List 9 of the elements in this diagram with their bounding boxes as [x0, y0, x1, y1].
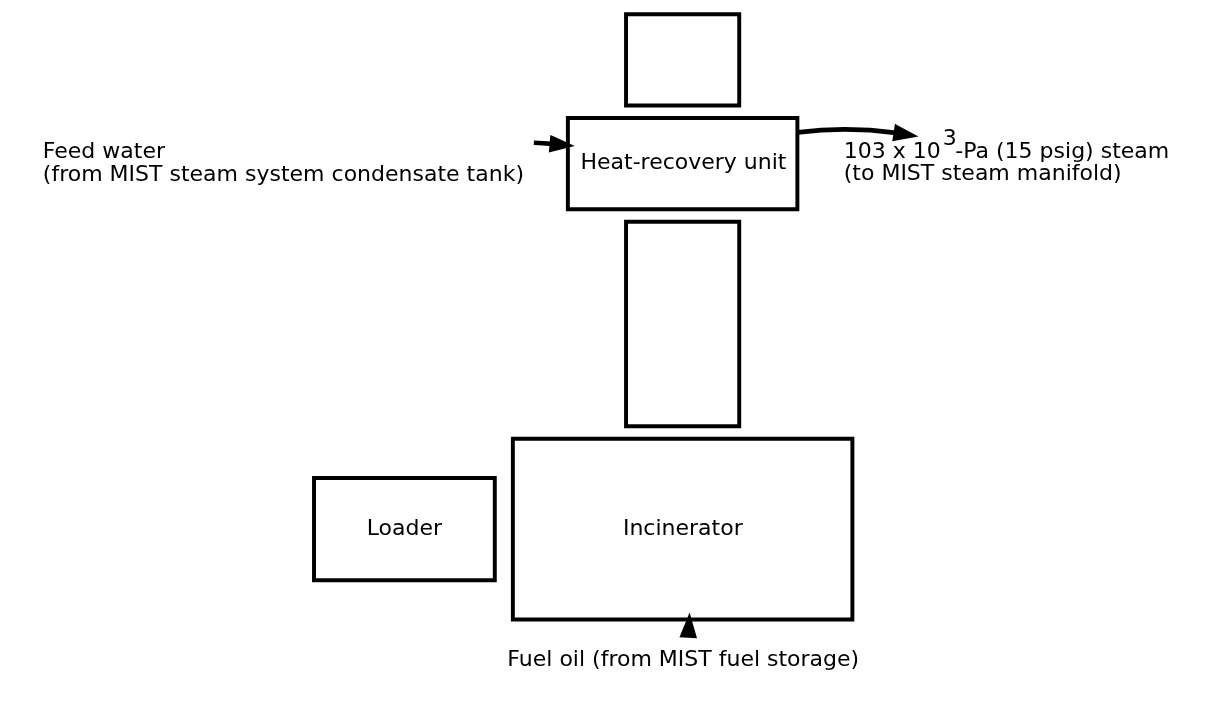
arrow	[796, 123, 919, 142]
node-box: Incinerator	[510, 436, 854, 622]
node-box	[623, 12, 741, 108]
node-box: Heat-recovery unit	[565, 116, 799, 212]
node-text: Fuel oil (from MIST fuel storage)	[506, 646, 859, 672]
arrow	[678, 612, 697, 639]
node-text: Feed water (from MIST steam system condensate tank)	[42, 137, 524, 187]
node-box	[623, 219, 741, 429]
node-box: Loader	[311, 476, 497, 583]
